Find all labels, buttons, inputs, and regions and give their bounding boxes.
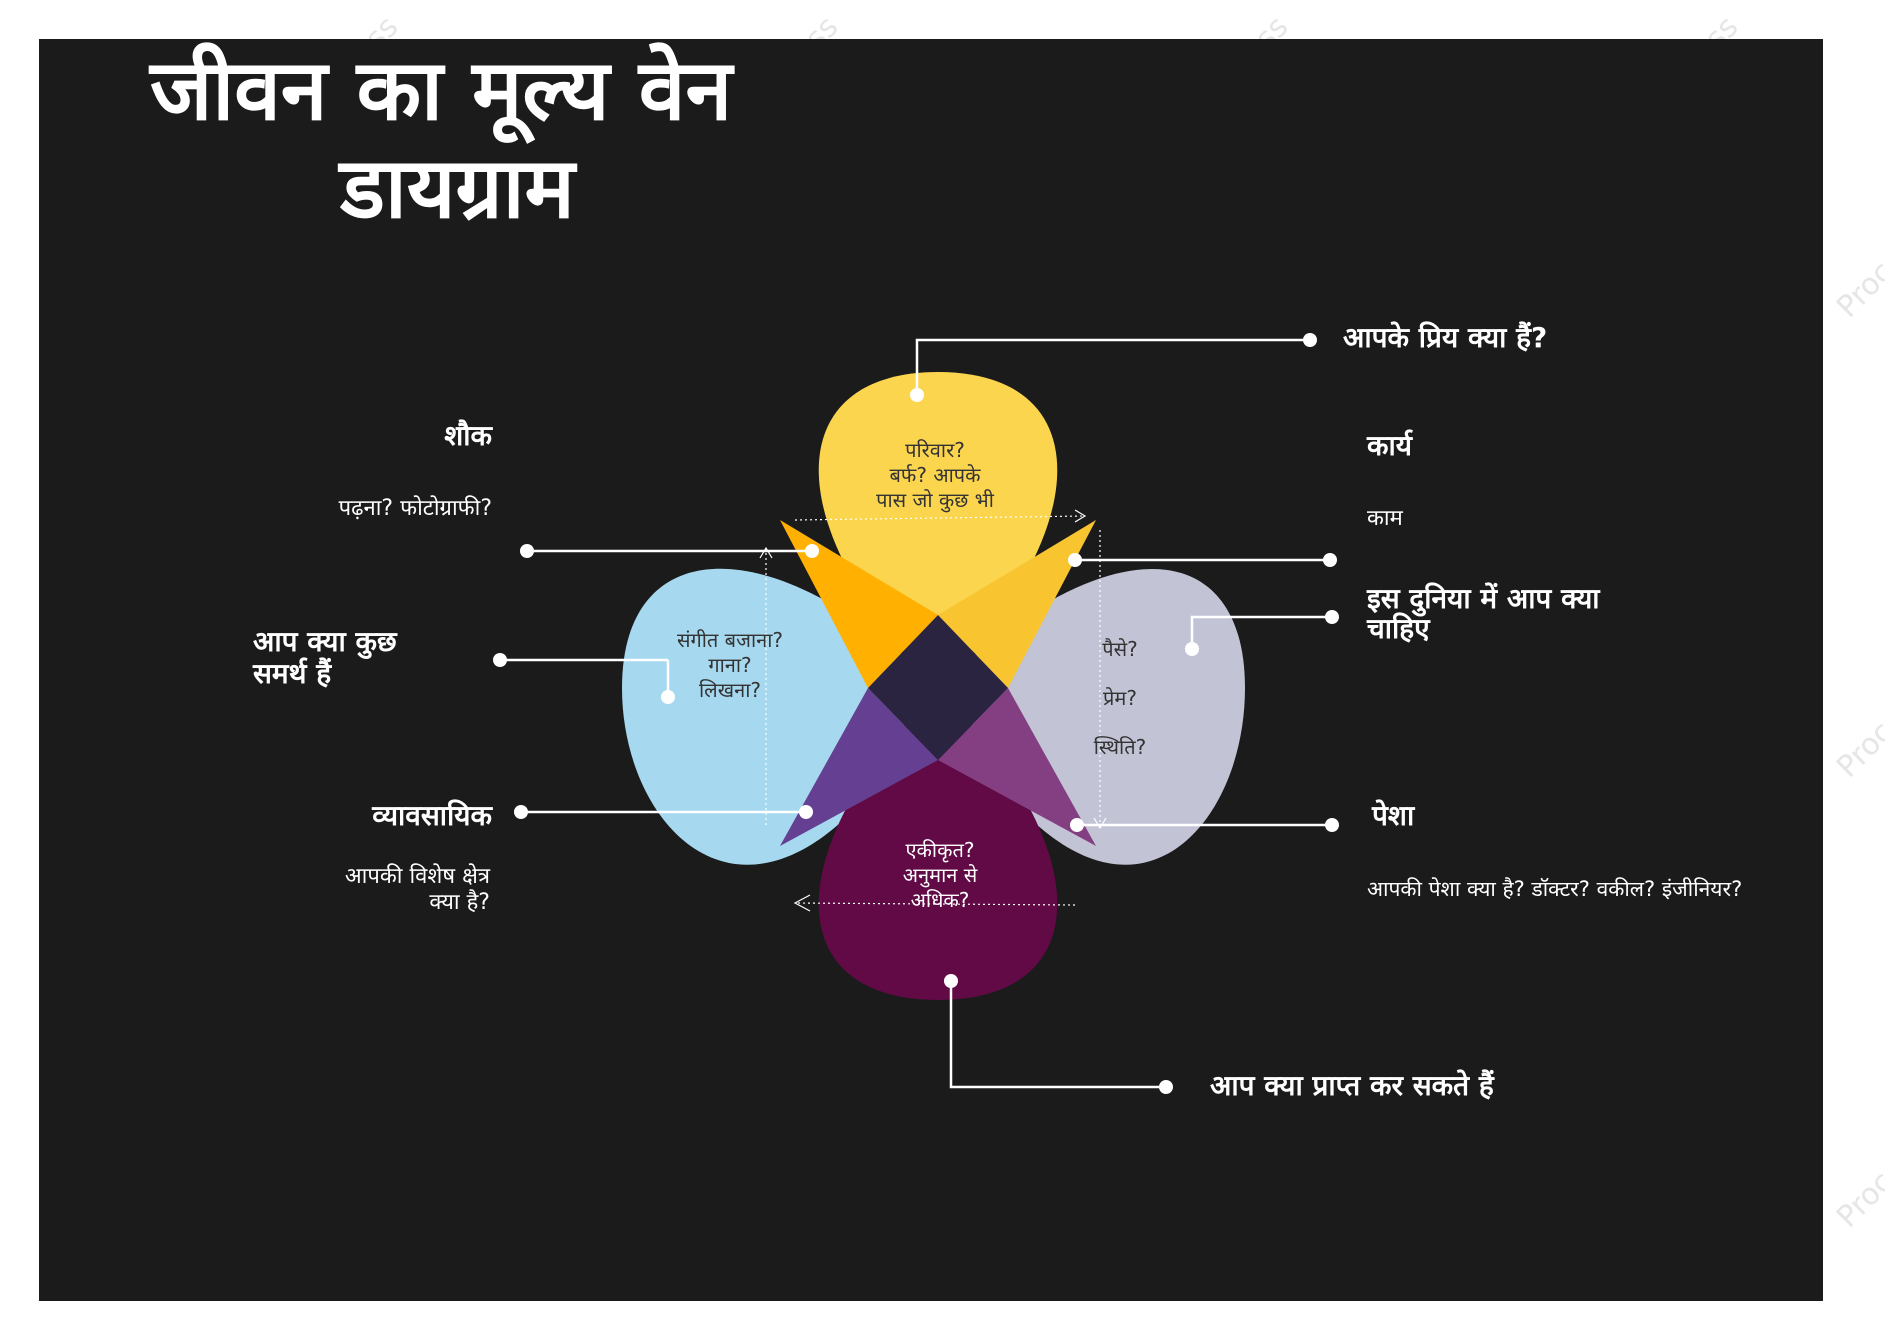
overlap-top-left [780, 520, 938, 688]
dotted-arrow-top [794, 515, 1086, 521]
world-needs: इस दुनिया में आप क्याचाहिए [1367, 582, 1600, 645]
connector-dot [1159, 1080, 1173, 1094]
arrow-head-top [1074, 509, 1087, 523]
overlap-bottom-left [780, 688, 938, 846]
hobby-heading: शौक [444, 419, 492, 452]
connector-dot [493, 653, 507, 667]
professional-heading: व्यावसायिक [372, 799, 492, 832]
connector-love [915, 338, 1310, 395]
overlap-top-right [938, 520, 1096, 688]
connector-dot [1185, 642, 1199, 656]
connector-dot [1070, 818, 1084, 832]
profession-subtext: आपकी पेशा क्या है? डॉक्टर? वकील? इंजीनिय… [1367, 877, 1743, 901]
hobby-subtext: पढ़ना? फोटोग्राफी? [338, 496, 492, 521]
arrow-head-bottom [793, 894, 811, 912]
connector-dot [1325, 818, 1339, 832]
arrow-head-right [1093, 817, 1107, 830]
connector-dot [1303, 333, 1317, 347]
earn-question: आप क्या प्राप्त कर सकते हैं [1210, 1069, 1494, 1102]
center-overlap [868, 615, 1008, 760]
page-title-line1: जीवन का मूल्य वेन [150, 41, 733, 139]
top-circle-text: परिवार?बर्फ? आपकेपास जो कुछ भी [876, 438, 994, 512]
connector-dot [805, 544, 819, 558]
overlap-bottom-right [938, 688, 1096, 846]
work-subtext: काम [1367, 506, 1403, 531]
connector-dot [661, 690, 675, 704]
work-heading: कार्य [1367, 429, 1412, 462]
connector-dot [944, 974, 958, 988]
profession-heading: पेशा [1372, 799, 1415, 832]
connector-dot [799, 805, 813, 819]
connector-dot [910, 388, 924, 402]
connector-world [1190, 615, 1332, 649]
left-circle-text: संगीत बजाना?गाना?लिखना? [676, 628, 784, 702]
dotted-arrow-bottom [794, 902, 1076, 906]
connector-dot [514, 805, 528, 819]
connector-dot [1068, 553, 1082, 567]
connector-dot [1323, 553, 1337, 567]
connector-dot [1325, 610, 1339, 624]
love-question: आपके प्रिय क्या हैं? [1343, 321, 1548, 354]
bottom-circle-text: एकीकृत?अनुमान सेअधिक? [902, 838, 978, 912]
page-title-line2: डायग्राम [340, 139, 575, 237]
connector-earn [949, 981, 1166, 1089]
connector-dot [520, 544, 534, 558]
right-circle-text: पैसे?प्रेम?स्थिति? [1093, 637, 1147, 759]
arrow-head-left [759, 546, 773, 559]
